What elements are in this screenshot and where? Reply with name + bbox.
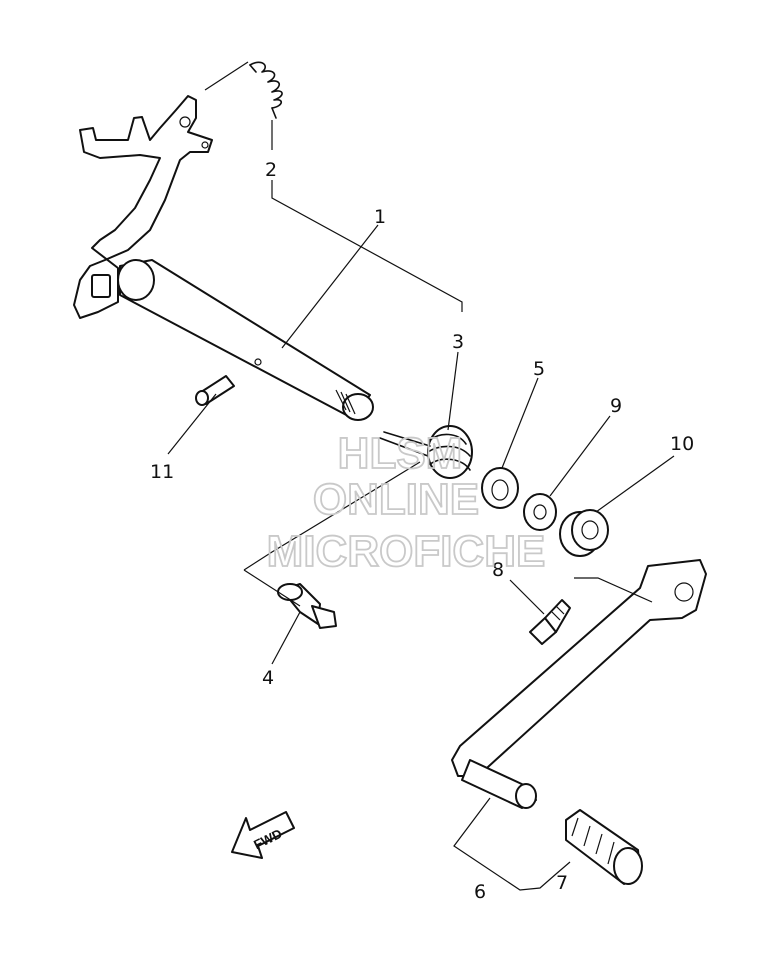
bolt-part [529, 599, 571, 645]
watermark-line-1: HLSM [338, 429, 463, 478]
callout-6: 6 [474, 881, 486, 903]
return-spring-part [249, 61, 283, 119]
callout-2: 2 [265, 159, 277, 181]
shift-shaft-part [73, 95, 374, 421]
torsion-spring-part [379, 425, 473, 479]
callout-labels: 1 2 3 4 5 6 7 8 9 10 11 [150, 159, 694, 903]
callout-7: 7 [556, 872, 568, 894]
watermark-line-2: ONLINE [313, 475, 479, 524]
callout-3: 3 [452, 331, 464, 353]
shift-pedal-part [451, 559, 707, 809]
fwd-arrow-icon: FWD [231, 811, 295, 859]
callout-8: 8 [492, 559, 504, 581]
watermark: HLSM ONLINE MICROFICHE [266, 428, 546, 577]
pin-bolt-part [277, 583, 337, 629]
watermark-line-3: MICROFICHE [267, 527, 546, 576]
callout-9: 9 [610, 395, 622, 417]
callout-4: 4 [262, 667, 274, 689]
dowel-pin-part [195, 375, 235, 406]
callout-1: 1 [374, 206, 386, 228]
callout-5: 5 [533, 358, 545, 380]
collar-part [481, 467, 519, 509]
callout-11: 11 [150, 461, 174, 483]
washer-part [523, 493, 557, 531]
leader-lines [167, 61, 675, 891]
pedal-rubber-part [565, 809, 643, 885]
callout-10: 10 [670, 433, 694, 455]
bushing-part [559, 509, 609, 557]
